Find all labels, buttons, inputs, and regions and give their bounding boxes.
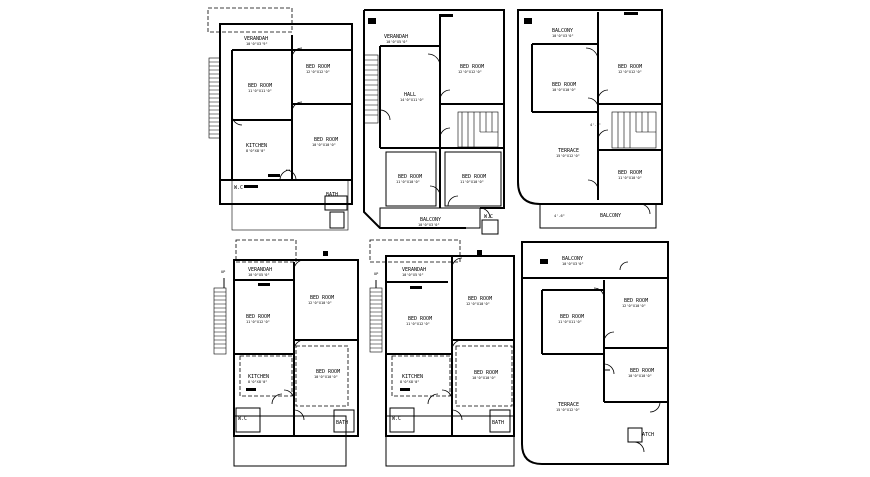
plan-2: VERANDAH 10'0"X5'0" BED ROOM 12'0"X12'0"… [363,9,505,235]
room-label: BED ROOM [398,174,422,180]
room-dimension: 10'0"X10'0" [472,376,496,380]
room-dimension: 10'0"X5'0" [248,273,270,277]
room-dimension: 11'0"X11'0" [248,89,272,93]
room-dimension: 12'0"X10'0" [466,302,490,306]
room-label: BALCONY [420,217,441,223]
room-dimension: 8'0"X8'0" [246,149,265,153]
room-label: BED ROOM [408,316,432,322]
room-label: BED ROOM [560,314,584,320]
room-label: W.C [484,214,493,220]
staircase [457,111,499,148]
room-dimension: 12'0"X12'0" [618,70,642,74]
room-dimension: 11'0"X12'0" [406,322,430,326]
room-label: BED ROOM [462,174,486,180]
room-label: BED ROOM [618,170,642,176]
room-label: ATCH [642,432,654,438]
room-dimension: 12'0"X10'0" [308,301,332,305]
room-label: HALL [404,92,416,98]
room-label: BED ROOM [460,64,484,70]
stair-up-label: UP [221,270,225,274]
room-dimension: 8'0"X8'0" [400,380,419,384]
room-label: VERANDAH [248,267,272,273]
room-label: KITCHEN [402,374,423,380]
room-dimension: 12'0"X12'0" [306,70,330,74]
room-dimension: 10'0"X3'0" [418,223,440,227]
plan-6: BALCONY 10'0"X3'0" BED ROOM 11'0"X11'0" … [521,241,669,465]
room-dimension: 10'0"X10'0" [312,143,336,147]
room-label: W.C [392,416,401,422]
room-dimension: 12'0"X12'0" [458,70,482,74]
plan-5: UP VERANDAH 10'0"X5'0" BED ROOM 11'0"X12… [369,239,515,467]
room-dimension: 10'0"X10'0" [628,374,652,378]
room-dimension: 12'0"X10'0" [622,304,646,308]
room-label: BALCONY [552,28,573,34]
room-label: W.C [238,416,247,422]
room-dimension: 11'0"X10'0" [618,176,642,180]
room-label: BED ROOM [310,295,334,301]
room-label: BED ROOM [306,64,330,70]
room-label: BED ROOM [316,369,340,375]
room-label: BED ROOM [474,370,498,376]
plan-4: UP VERANDAH 10'0"X5'0" BED ROOM 11'0"X12… [213,239,359,467]
room-label: VERANDAH [384,34,408,40]
stair-up-label: UP [374,272,378,276]
room-label: BED ROOM [468,296,492,302]
room-label: VERANDAH [402,267,426,273]
staircase [208,57,221,139]
room-dimension: 10'0"X3'9" [246,42,268,46]
room-label: BED ROOM [248,83,272,89]
room-dimension: 11'0"X12'0" [246,320,270,324]
dimension-marker: 4'-6" [554,214,565,218]
room-label: BED ROOM [314,137,338,143]
room-dimension: 10'0"X10'0" [314,375,338,379]
plan-1: VERANDAH 10'0"X3'9" BED ROOM 11'0"X11'0"… [207,7,353,231]
dimension-marker: 4'-1" [590,123,601,127]
staircase [363,54,379,124]
room-label: BALCONY [600,213,621,219]
room-dimension: 11'0"X10'0" [460,180,484,184]
room-label: BED ROOM [624,298,648,304]
room-label: BATH [326,192,338,198]
room-label: BED ROOM [618,64,642,70]
room-dimension: 11'0"X10'0" [396,180,420,184]
room-label: KITCHEN [246,143,267,149]
room-dimension: 15'0"X12'0" [556,154,580,158]
room-label: VERANDAH [244,36,268,42]
room-dimension: 10'0"X10'0" [552,88,576,92]
room-label: BED ROOM [630,368,654,374]
staircase [369,287,383,353]
room-label: TERRACE [558,402,579,408]
staircase [611,111,657,149]
room-dimension: 11'0"X11'0" [558,320,582,324]
room-dimension: 10'0"X3'0" [552,34,574,38]
room-dimension: 14'0"X11'0" [400,98,424,102]
room-dimension: 10'0"X5'0" [386,40,408,44]
room-label: BATH [336,420,348,426]
room-label: KITCHEN [248,374,269,380]
room-dimension: 10'0"X3'0" [562,262,584,266]
plan-3: BALCONY 10'0"X3'0" BED ROOM 12'0"X12'0" … [517,9,663,229]
room-label: BED ROOM [246,314,270,320]
room-label: BED ROOM [552,82,576,88]
room-dimension: 8'0"X8'0" [248,380,267,384]
staircase [213,287,227,355]
room-dimension: 10'0"X5'0" [402,273,424,277]
room-label: BALCONY [562,256,583,262]
room-label: W.C [234,185,243,191]
room-dimension: 15'0"X12'0" [556,408,580,412]
room-label: TERRACE [558,148,579,154]
room-label: BATH [492,420,504,426]
